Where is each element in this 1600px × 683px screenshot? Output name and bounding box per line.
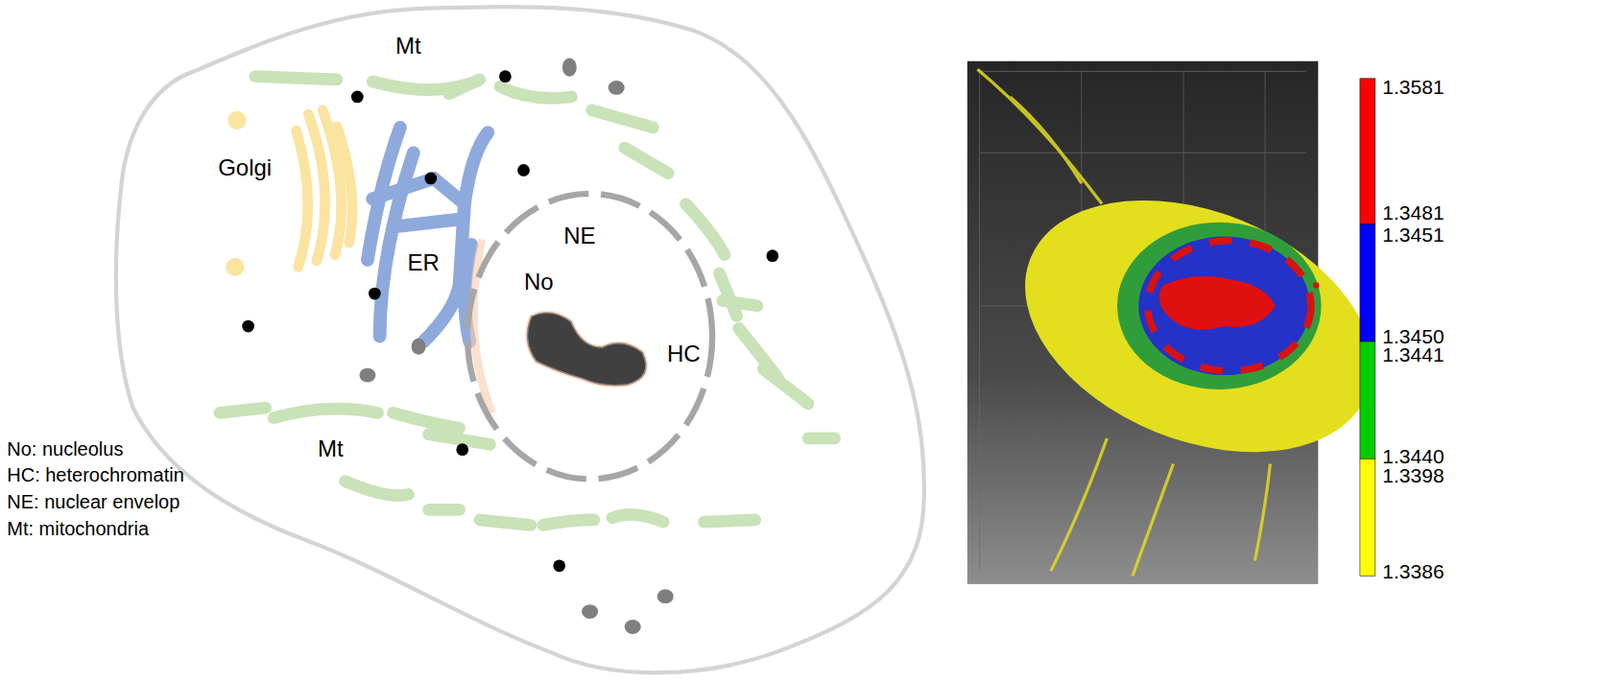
scale-value: 1.3451	[1379, 222, 1447, 247]
nuclear-envelope	[467, 193, 713, 480]
organelle-label: Mt	[392, 32, 425, 60]
organelle-label: NE	[560, 222, 598, 250]
organelle-label: ER	[405, 249, 443, 277]
scale-value: 1.3481	[1379, 200, 1447, 225]
golgi-apparatus	[225, 110, 353, 277]
abbreviation-note: NE: nuclear envelop	[3, 490, 183, 514]
abbreviation-note: No: nucleolus	[3, 437, 126, 461]
organelle-label: Golgi	[214, 154, 275, 182]
cell-membrane	[116, 6, 925, 673]
granules	[358, 58, 673, 635]
abbreviation-note: Mt: mitochondria	[3, 517, 152, 541]
organelle-label: Mt	[314, 435, 347, 463]
heterochromatin-blob	[526, 311, 647, 386]
scale-value: 1.3581	[1379, 74, 1447, 99]
organelle-label: No	[521, 268, 557, 296]
scale-value: 1.3441	[1379, 342, 1447, 367]
mitochondria	[219, 76, 836, 526]
vesicles	[241, 70, 779, 573]
scale-value: 1.3398	[1379, 463, 1447, 488]
refractive-index-render	[967, 61, 1410, 585]
scale-value: 1.3386	[1379, 559, 1447, 584]
organelle-label: HC	[664, 340, 704, 368]
abbreviation-note: HC: heterochromatin	[3, 463, 188, 487]
color-scale-bar	[1360, 78, 1376, 577]
